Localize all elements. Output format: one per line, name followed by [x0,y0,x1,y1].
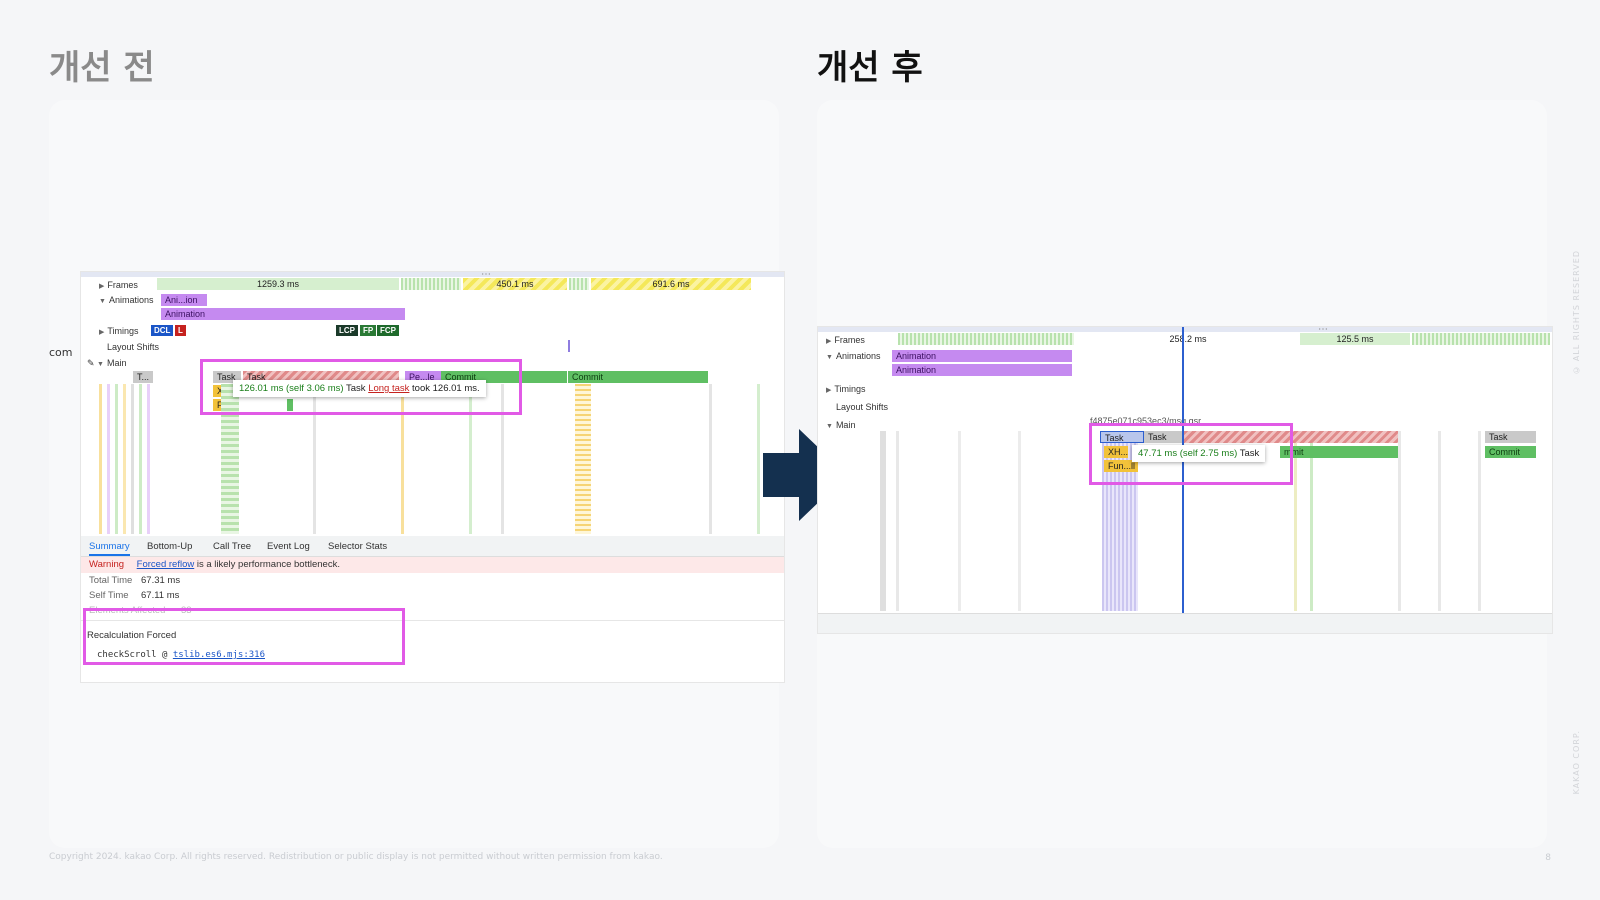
frame-stripes[interactable] [1412,333,1550,345]
commit-bar[interactable]: Commit [568,371,708,383]
frame-bar[interactable]: 691.6 ms [591,278,751,290]
before-performance-panel: ⋯ ▶Frames 1259.3 ms 450.1 ms 691.6 ms ▼ A… [80,271,785,683]
xhr-bar[interactable]: XH... [1104,446,1128,458]
function-bar[interactable]: Fun...ll [1104,460,1138,472]
task-bar[interactable]: Task [1485,431,1536,443]
expand-triangle-icon[interactable]: ▶ [99,283,105,290]
highlight-box-recalc [83,608,405,665]
forced-reflow-link[interactable]: Forced reflow [136,559,195,570]
recalc-title: Recalculation Forced [87,630,177,641]
collapse-triangle-icon[interactable]: ▼ [99,298,106,305]
track-main[interactable]: ▼Main f4875e071c953ec3/msg.gsr [826,416,1202,430]
tab-selector-stats[interactable]: Selector Stats [328,541,388,552]
track-layout-shifts[interactable]: Layout Shifts [836,402,889,412]
selection-cursor-line [1182,327,1184,613]
after-heading: 개선 후 [817,48,923,88]
bottom-tabs: Summary Bottom-Up Call Tree Event Log Se… [81,536,784,557]
timing-badge-l[interactable]: L [175,325,186,336]
animation-bar[interactable]: Ani...ion [161,294,207,306]
task-tooltip: 47.71 ms (self 2.75 ms) Task [1132,445,1266,462]
source-link[interactable]: tslib.es6.mjs:316 [172,650,265,660]
timing-badge-dcl[interactable]: DCL [151,325,174,336]
track-frames[interactable]: ▶Frames 258.2 ms 125.5 ms [818,333,1552,349]
after-performance-panel: ⋯ ▶Frames 258.2 ms 125.5 ms ▼Animations … [817,326,1553,634]
track-animations[interactable]: ▼Animations Ani...ion Animation [81,293,784,323]
track-timings[interactable]: ▶Timings [826,384,866,394]
frame-bar[interactable]: 450.1 ms [463,278,567,290]
task-tooltip: 126.01 ms (self 3.06 ms) Task Long task … [233,380,486,397]
side-rights-text: © ALL RIGHTS RESERVED [1572,250,1581,375]
collapse-triangle-icon[interactable]: ▼ [97,361,104,368]
expand-triangle-icon[interactable]: ▶ [99,329,105,336]
tab-call-tree[interactable]: Call Tree [213,541,252,552]
main-thread-url: f4875e071c953ec3/msg.gsr [1090,416,1202,426]
copyright-footer: Copyright 2024. kakao Corp. All rights r… [49,852,663,862]
track-timings[interactable]: ▶Timings DCL L LCP FP FCP [81,324,784,340]
more-icon[interactable]: ⋯ [481,271,491,280]
highlight-box-long-task [200,359,522,415]
timing-badge-fp[interactable]: FP [360,325,377,336]
long-task-link[interactable]: Long task [368,383,410,394]
warning-row: Warning Forced reflow is a likely perfor… [81,557,784,573]
track-animations[interactable]: ▼Animations Animation Animation [818,349,1552,379]
frame-bar[interactable]: 125.5 ms [1300,333,1410,345]
collapse-triangle-icon[interactable]: ▼ [826,354,833,361]
pencil-icon[interactable]: ✎ [87,358,98,368]
side-corp-text: KAKAO CORP. [1572,730,1581,795]
timeline-ruler[interactable] [81,272,784,277]
task-bar[interactable]: T... [133,371,153,383]
bottom-tabs-strip [818,613,1552,633]
animation-bar[interactable]: Animation [892,364,1072,376]
highlight-box-task [1089,423,1293,485]
collapse-triangle-icon[interactable]: ▼ [826,423,833,430]
frame-stripes[interactable] [401,278,461,290]
timing-badge-lcp[interactable]: LCP [336,325,358,336]
task-bar[interactable]: Task [1144,431,1184,443]
frame-bar[interactable]: 258.2 ms [1148,333,1228,345]
track-main[interactable]: ✎ ▼Main [87,358,127,368]
animation-bar[interactable]: Animation [161,308,405,320]
animation-bar[interactable]: Animation [892,350,1072,362]
timeline-ruler[interactable] [818,327,1552,332]
tab-event-log[interactable]: Event Log [267,541,310,552]
tab-summary[interactable]: Summary [89,541,130,556]
expand-triangle-icon[interactable]: ▶ [826,387,832,394]
small-commit-bar[interactable] [287,399,293,411]
flame-chart-area[interactable] [81,384,784,534]
commit-bar[interactable]: Commit [1485,446,1536,458]
layout-shift-marker[interactable] [568,340,570,352]
timing-badge-fcp[interactable]: FCP [377,325,399,336]
divider [81,620,784,621]
expand-triangle-icon[interactable]: ▶ [826,338,832,345]
commit-bar[interactable]: mmit [1280,446,1398,458]
page-number: 8 [1545,853,1551,863]
track-layout-shifts[interactable]: Layout Shifts [81,340,784,356]
arrow-right-icon [763,429,847,521]
frame-bar[interactable]: 1259.3 ms [157,278,399,290]
track-frames[interactable]: ▶Frames 1259.3 ms 450.1 ms 691.6 ms [81,278,784,294]
selected-task-bar[interactable]: Task [1100,431,1144,443]
tab-bottom-up[interactable]: Bottom-Up [147,541,193,552]
more-icon[interactable]: ⋯ [1318,326,1328,335]
frame-stripes[interactable] [569,278,589,290]
side-url-fragment: com [49,346,73,359]
stack-frame: checkScroll @ tslib.es6.mjs:316 [97,650,265,660]
warning-label: Warning [89,559,125,570]
before-heading: 개선 전 [49,48,155,88]
frame-stripes[interactable] [898,333,1074,345]
